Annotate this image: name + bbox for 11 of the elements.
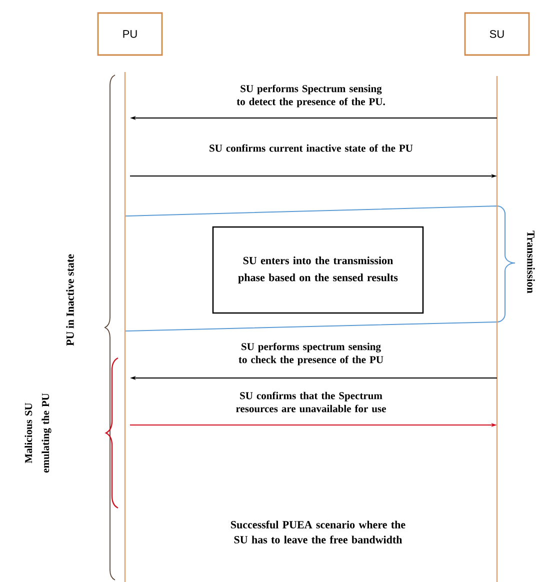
process-box: SU enters into the transmission phase based on the sensed results: [212, 226, 424, 314]
lifeline-head: PU: [97, 12, 163, 56]
edge-label: SU confirms that the Spectrum resources are unavailable for use: [236, 392, 386, 412]
edge-label: SU performs Spectrum sensing to detect the presence of the PU.: [236, 84, 385, 108]
lifeline-head: SU: [464, 12, 530, 56]
brace-label: Malicious SU emulating the PU: [24, 393, 52, 473]
note-text: Successful PUEA scenario where the SU has to leave the free bandwidth: [231, 520, 406, 544]
brace-label: PU in Inactive state: [66, 254, 74, 346]
edge-label: SU confirms current inactive state of the PU: [210, 144, 413, 152]
edge-label: SU performs spectrum sensing to check the presence of the PU: [238, 342, 384, 366]
brace-label: Transmission: [527, 230, 535, 294]
